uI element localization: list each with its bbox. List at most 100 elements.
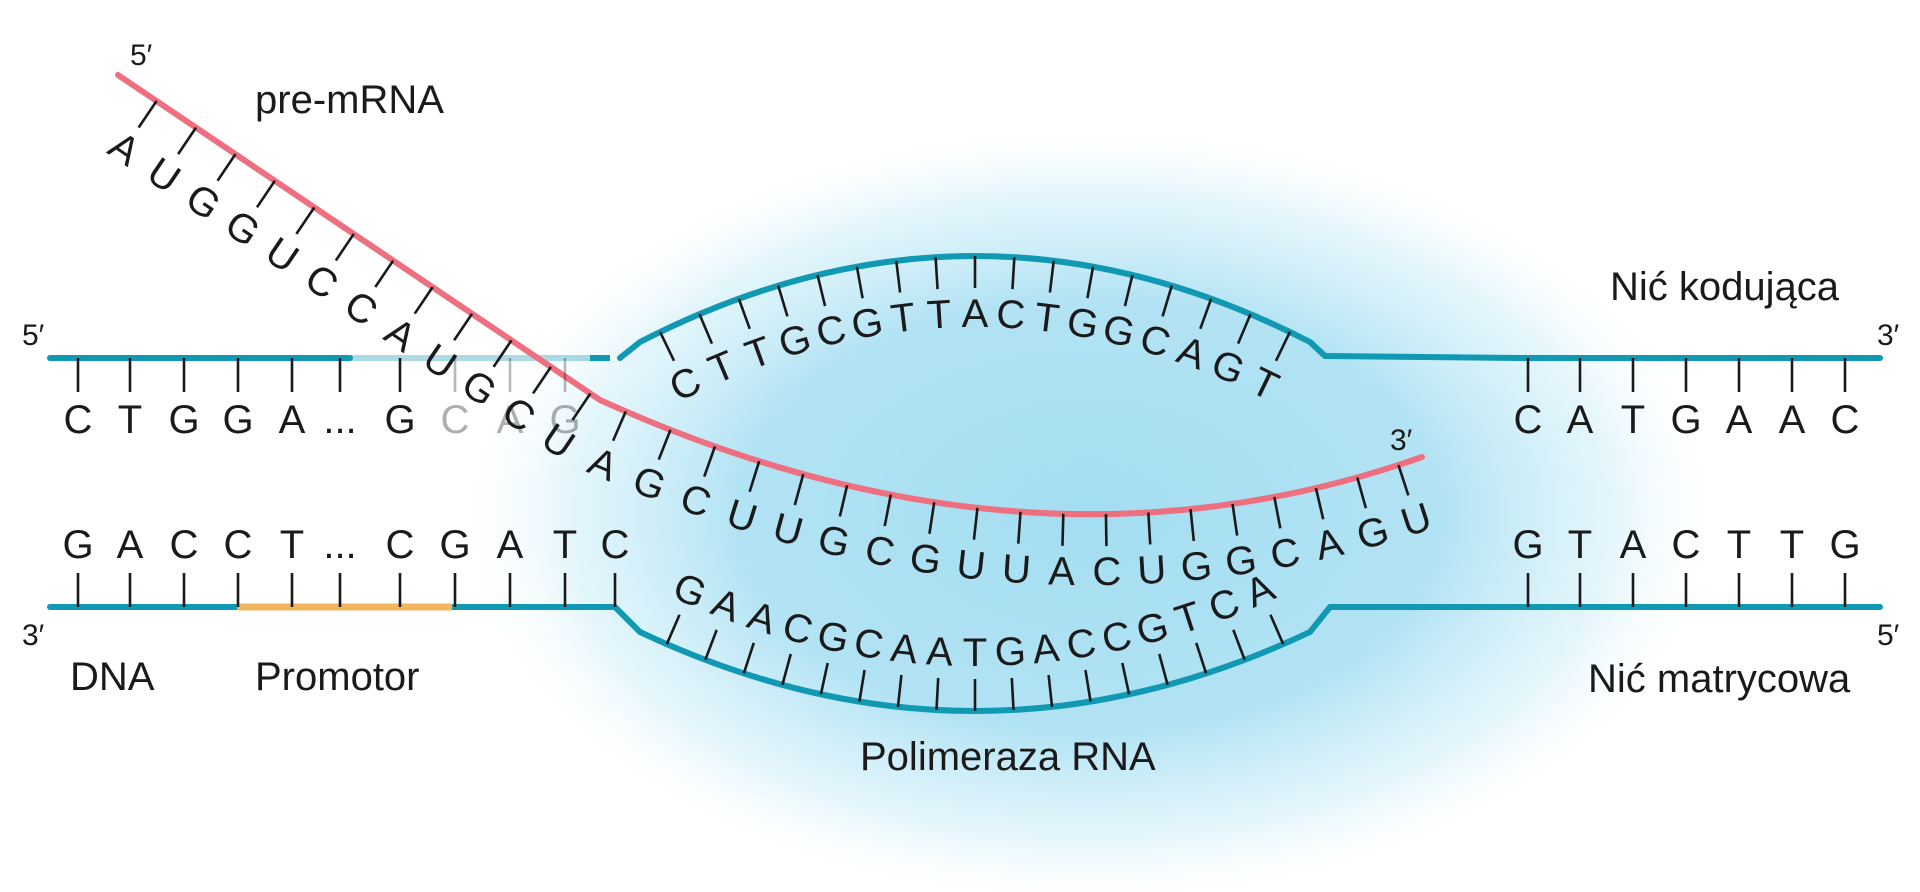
template-base: T bbox=[280, 523, 304, 567]
coding-bubble-tick bbox=[776, 285, 789, 317]
coding-bubble-base: G bbox=[1064, 299, 1102, 348]
template-bubble-tick bbox=[1269, 614, 1285, 645]
rna-tail-tick bbox=[571, 392, 592, 421]
template-base: T bbox=[1780, 523, 1804, 567]
template-base: T bbox=[553, 523, 577, 567]
rna-tail-tick bbox=[216, 153, 237, 182]
coding-base: G bbox=[384, 398, 415, 442]
rna-tail-tick bbox=[334, 233, 355, 262]
coding-base: C bbox=[1831, 398, 1860, 442]
coding-bubble-tick bbox=[1086, 266, 1095, 299]
coding-bubble-tick bbox=[658, 331, 676, 362]
template-base: A bbox=[497, 523, 524, 567]
template-base: C bbox=[386, 523, 415, 567]
rna-bubble-tick bbox=[1147, 512, 1152, 545]
rna-tail-base: C bbox=[336, 282, 385, 335]
rna-bubble-tick bbox=[1231, 503, 1239, 536]
coding-bubble-base: A bbox=[962, 292, 989, 336]
rna-bubble-base: C bbox=[1092, 550, 1122, 594]
coding-bubble-tick bbox=[1236, 313, 1252, 345]
coding-bubble-tick bbox=[1199, 298, 1213, 330]
coding-bubble-tick bbox=[737, 298, 751, 330]
template-bubble-tick bbox=[704, 629, 718, 661]
coding-base: A bbox=[279, 398, 306, 442]
coding-bubble-base: T bbox=[926, 292, 953, 337]
rna-bubble-base: G bbox=[1222, 537, 1259, 585]
template-5-prime-label: 5′ bbox=[1877, 619, 1900, 652]
template-bubble-base: G bbox=[994, 629, 1027, 675]
rna-tail-tick bbox=[374, 259, 395, 288]
template-base: G bbox=[439, 523, 470, 567]
template-base: C bbox=[1672, 523, 1701, 567]
coding-base: G bbox=[222, 398, 253, 442]
coding-bubble-tick bbox=[855, 266, 864, 299]
template-base: T bbox=[1568, 523, 1592, 567]
rna-tail-tick bbox=[177, 126, 198, 155]
template-base: G bbox=[1512, 523, 1543, 567]
rna-tail-base: A bbox=[101, 123, 148, 175]
rna-bubble-base: U bbox=[1001, 547, 1033, 593]
rna-bubble-tick bbox=[703, 445, 717, 478]
coding-bubble-tick bbox=[1161, 285, 1174, 317]
template-bubble-base: A bbox=[925, 629, 954, 674]
coding-base: G bbox=[549, 398, 580, 442]
template-bubble-tick bbox=[1047, 674, 1054, 707]
rna-bubble-base: G bbox=[907, 535, 944, 583]
rna-bubble-tick bbox=[1314, 487, 1325, 520]
template-bubble-tick bbox=[1121, 662, 1131, 695]
coding-bubble-tick bbox=[934, 257, 939, 290]
rna-bubble-tick bbox=[1189, 508, 1196, 542]
coding-strand-label: Nić kodująca bbox=[1610, 265, 1840, 309]
rna-tail-tick bbox=[492, 339, 513, 368]
coding-strand-bubble bbox=[617, 253, 1883, 361]
rna-tail-base: G bbox=[217, 202, 267, 256]
dna-label: DNA bbox=[70, 655, 155, 699]
rna-tail-base: A bbox=[377, 310, 424, 362]
coding-base: A bbox=[1567, 398, 1594, 442]
rna-tail-tick bbox=[295, 206, 316, 235]
coding-bubble-tick bbox=[1274, 331, 1292, 362]
template-base: G bbox=[62, 523, 93, 567]
coding-base: T bbox=[1621, 398, 1645, 442]
rna-tail-tick bbox=[137, 100, 158, 129]
template-bubble-tick bbox=[1010, 677, 1015, 711]
template-ellipsis: ... bbox=[323, 523, 356, 567]
coding-base: C bbox=[441, 398, 470, 442]
template-bubble-tick bbox=[665, 614, 681, 645]
rna-bubble-tick bbox=[1273, 496, 1282, 529]
template-bubble-tick bbox=[781, 653, 793, 686]
template-base: A bbox=[1620, 523, 1647, 567]
template-bubble-base: C bbox=[1063, 620, 1099, 668]
template-bubble-tick bbox=[1232, 629, 1246, 661]
coding-base: A bbox=[1726, 398, 1753, 442]
template-bubble-base: T bbox=[963, 631, 987, 675]
template-strand-label: Nić matrycowa bbox=[1588, 657, 1851, 701]
rna-bubble-tick bbox=[793, 473, 805, 506]
rna-bubble-tick bbox=[611, 410, 627, 442]
coding-bubble-tick bbox=[894, 260, 902, 293]
coding-bubble-base: T bbox=[1032, 295, 1062, 342]
coding-base: G bbox=[168, 398, 199, 442]
template-bubble-base: C bbox=[851, 620, 887, 668]
coding-bubble-tick bbox=[1123, 274, 1134, 307]
rna-tail-base: C bbox=[297, 256, 346, 309]
rna-tail-base: G bbox=[178, 175, 228, 229]
coding-base: C bbox=[1514, 398, 1543, 442]
rna-tail-tick bbox=[413, 286, 434, 315]
coding-base: T bbox=[118, 398, 142, 442]
coding-bubble-tick bbox=[816, 274, 827, 307]
rna-3-prime-label: 3′ bbox=[1390, 424, 1413, 457]
rna-tail-tick bbox=[255, 180, 276, 209]
rna-bubble-base: A bbox=[1048, 549, 1076, 594]
coding-5-prime-label: 5′ bbox=[22, 319, 45, 352]
template-bubble-tick bbox=[742, 642, 755, 674]
template-base: T bbox=[1727, 523, 1751, 567]
rna-tail-base: U bbox=[415, 336, 464, 389]
coding-base: A bbox=[497, 398, 524, 442]
coding-base: C bbox=[64, 398, 93, 442]
ticks-layer bbox=[76, 100, 1847, 711]
coding-bubble-tick bbox=[1011, 257, 1016, 290]
rna-polymerase-label: Polimeraza RNA bbox=[860, 735, 1156, 779]
coding-base: G bbox=[1670, 398, 1701, 442]
